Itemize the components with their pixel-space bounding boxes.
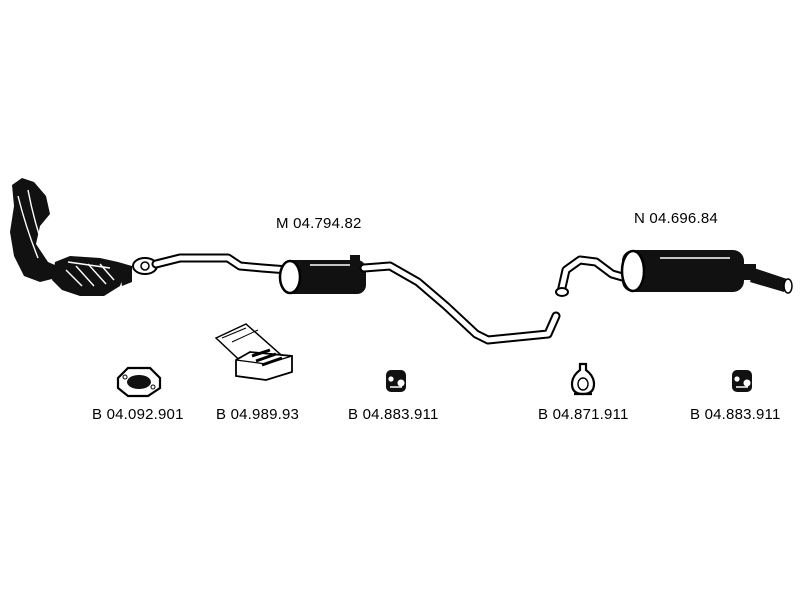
- rubber-mount-label-2: B 04.883.911: [690, 406, 781, 423]
- gasket-part[interactable]: [116, 366, 162, 398]
- hanger-label: B 04.871.911: [538, 406, 629, 423]
- catalytic-converter-part: [10, 178, 132, 296]
- clamp-kit-part[interactable]: [214, 323, 293, 381]
- gasket-label: B 04.092.901: [92, 406, 184, 423]
- hanger-part[interactable]: [570, 362, 596, 396]
- rear-muffler-part[interactable]: [555, 249, 793, 297]
- middle-muffler-part[interactable]: [151, 253, 366, 295]
- rubber-mount-label-1: B 04.883.911: [348, 406, 439, 423]
- clamp-kit-label: B 04.989.93: [216, 406, 300, 423]
- intermediate-pipe-part: [359, 261, 561, 345]
- rubber-mount-part-1[interactable]: [386, 370, 406, 392]
- middle-muffler-label: M 04.794.82: [276, 215, 362, 232]
- rear-muffler-label: N 04.696.84: [634, 210, 718, 227]
- rubber-mount-part-2[interactable]: [732, 370, 752, 392]
